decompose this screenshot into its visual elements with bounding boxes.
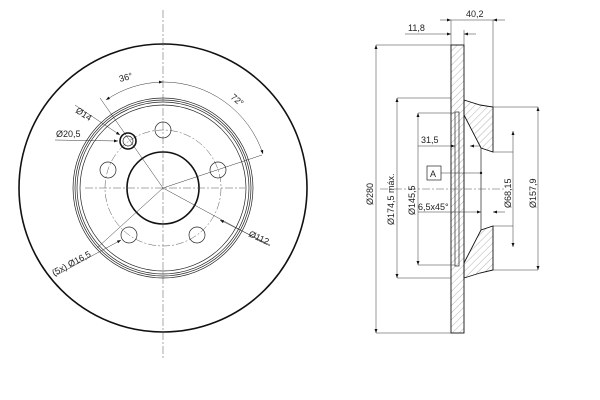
chamfer-label: 6,5x45° — [418, 202, 449, 212]
front-view: 36° 72° Ø14 Ø20,5 (5x) Ø16,5 Ø112 — [18, 10, 308, 360]
hat-section-top — [463, 99, 494, 153]
leader-112 — [219, 219, 271, 246]
leader-14 — [74, 104, 121, 136]
angle-36-arc — [105, 80, 164, 101]
hole-dia-14-label: Ø14 — [74, 105, 94, 123]
radial-line — [162, 154, 263, 189]
bolt-hole — [188, 226, 206, 244]
angle-72-label: 72° — [229, 92, 246, 109]
radial-line — [99, 97, 164, 189]
hole-dia-20-5-label: Ø20,5 — [56, 129, 81, 139]
depth-label: 31,5 — [421, 135, 439, 145]
inner-dia-label: Ø145,5 — [407, 185, 417, 215]
center-bore-label: Ø68,15 — [503, 178, 513, 208]
bolt-hole — [154, 121, 172, 139]
bolt-circle-label: Ø112 — [247, 229, 271, 247]
bolt-hole — [99, 161, 117, 179]
bolt-holes-label: (5x) Ø16,5 — [50, 249, 92, 278]
bolt-hole — [209, 161, 227, 179]
datum-label: A — [430, 169, 436, 179]
outer-dia-label: Ø280 — [365, 183, 375, 205]
side-view: 40,2 11,8 Ø280 Ø174,5 máx. Ø145,5 31,5 A… — [365, 9, 540, 334]
datum-point — [479, 171, 483, 175]
leader-20-5 — [54, 139, 119, 143]
bolt-hole — [120, 226, 138, 244]
hat-outer-dia-label: Ø157,9 — [528, 178, 538, 208]
locating-hole-inner — [122, 135, 134, 147]
hat-section-bottom — [463, 225, 494, 279]
leader-bolt-holes — [54, 239, 122, 277]
angle-36-label: 36° — [118, 71, 134, 84]
angle-72-arc — [162, 81, 264, 155]
hat-dia-max-label: Ø174,5 máx. — [386, 173, 396, 225]
radial-line — [96, 187, 164, 249]
width-total-label: 40,2 — [466, 9, 484, 19]
disc-thickness-label: 11,8 — [408, 23, 425, 33]
locating-hole-outer — [119, 132, 137, 150]
